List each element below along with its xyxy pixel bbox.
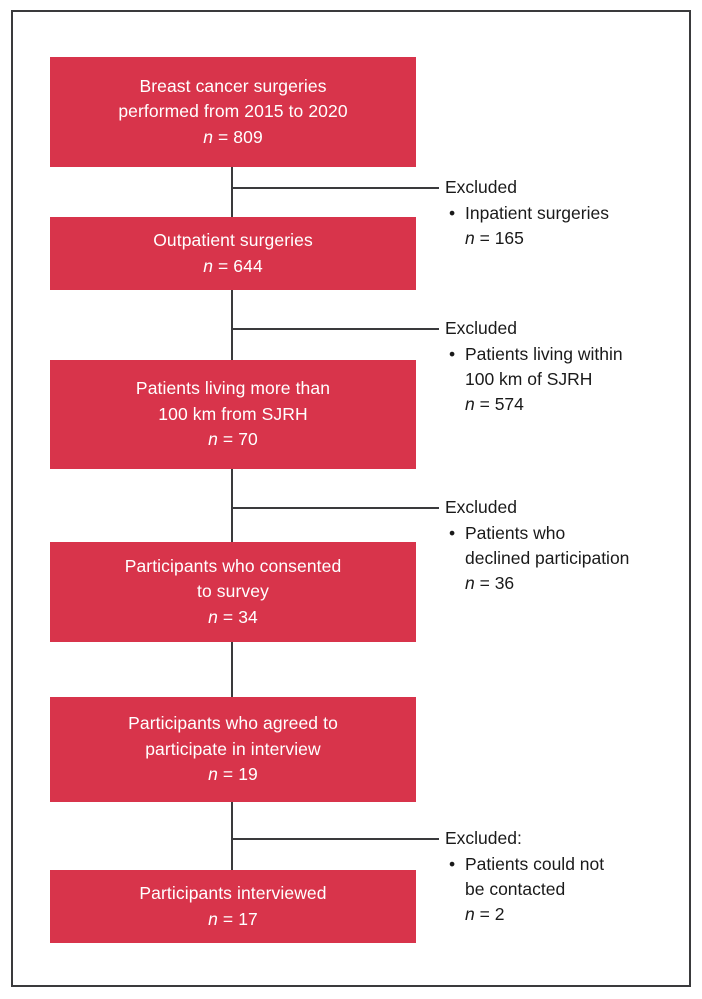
n-equals: = (474, 227, 495, 248)
n-symbol: n (208, 908, 218, 929)
connector-box3-to-box4 (231, 469, 233, 542)
exclusion-list-item: • Inpatient surgeries n = 165 (445, 201, 697, 251)
flow-box-breast-cancer-surgeries[interactable]: Breast cancer surgeries performed from 2… (50, 57, 416, 167)
flow-box-participants-consented-to-survey[interactable]: Participants who consented to survey n =… (50, 542, 416, 642)
flow-box-patients-living-more-than-100km[interactable]: Patients living more than 100 km from SJ… (50, 360, 416, 469)
exclusion-line: 100 km of SJRH (465, 368, 593, 389)
flow-box-line: Patients living more than (135, 378, 331, 399)
n-value: 17 (238, 908, 258, 929)
branch-to-exclusion-2 (231, 328, 439, 330)
n-value: 19 (238, 764, 258, 785)
bullet-icon: • (449, 343, 456, 364)
exclusion-title: Excluded (445, 177, 517, 197)
n-symbol: n (465, 903, 475, 924)
exclusion-count: n = 2 (465, 902, 697, 927)
exclusion-list: • Patients who declined participation n … (445, 521, 697, 596)
connector-box5-to-box6 (231, 802, 233, 870)
n-equals: = (213, 126, 234, 147)
exclusion-declined-participation: Excluded • Patients who declined partici… (445, 495, 697, 595)
flow-box-line: Participants interviewed (139, 883, 327, 904)
bullet-icon: • (449, 522, 456, 543)
bullet-icon: • (449, 202, 456, 223)
n-value: 34 (238, 606, 258, 627)
flow-box-line: performed from 2015 to 2020 (118, 101, 348, 122)
n-symbol: n (465, 393, 475, 414)
flow-box-line: Participants who consented (124, 555, 342, 576)
n-equals: = (213, 255, 234, 276)
n-equals: = (474, 572, 495, 593)
exclusion-list: • Patients living within 100 km of SJRH … (445, 342, 697, 417)
exclusion-line: Inpatient surgeries (465, 202, 609, 223)
exclusion-could-not-be-contacted: Excluded: • Patients could not be contac… (445, 826, 697, 926)
branch-to-exclusion-4 (231, 838, 439, 840)
exclusion-line: Patients who (465, 522, 566, 543)
exclusion-list-item: • Patients living within 100 km of SJRH … (445, 342, 697, 417)
exclusion-list: • Inpatient surgeries n = 165 (445, 201, 697, 251)
n-equals: = (217, 429, 239, 450)
branch-to-exclusion-3 (231, 507, 439, 509)
exclusion-line: declined participation (465, 547, 630, 568)
n-equals: = (217, 606, 239, 627)
flow-box-count: n = 34 (208, 605, 258, 630)
n-value: 70 (238, 429, 258, 450)
exclusion-list-item: • Patients who declined participation n … (445, 521, 697, 596)
exclusion-line: be contacted (465, 878, 566, 899)
exclusion-title: Excluded: (445, 828, 522, 848)
n-symbol: n (208, 764, 218, 785)
flow-box-count: n = 17 (208, 907, 258, 932)
connector-box2-to-box3 (231, 290, 233, 360)
n-symbol: n (208, 429, 218, 450)
n-value: 809 (233, 126, 263, 147)
n-equals: = (474, 903, 495, 924)
exclusion-list: • Patients could not be contacted n = 2 (445, 852, 697, 927)
n-value: 2 (494, 903, 505, 924)
connector-box4-to-box5 (231, 642, 233, 697)
n-symbol: n (465, 227, 475, 248)
exclusion-count: n = 36 (465, 571, 697, 596)
exclusion-line: Patients could not (465, 853, 605, 874)
flow-box-participants-agreed-to-interview[interactable]: Participants who agreed to participate i… (50, 697, 416, 802)
exclusion-title: Excluded (445, 318, 517, 338)
exclusion-line: Patients living within (465, 343, 623, 364)
flow-box-participants-interviewed[interactable]: Participants interviewed n = 17 (50, 870, 416, 943)
n-value: 644 (233, 255, 263, 276)
exclusion-count: n = 574 (465, 392, 697, 417)
n-value: 574 (494, 393, 524, 414)
n-equals: = (474, 393, 495, 414)
exclusion-count: n = 165 (465, 226, 697, 251)
figure-frame: Breast cancer surgeries performed from 2… (11, 10, 691, 987)
n-equals: = (217, 908, 239, 929)
flow-box-line: Participants who agreed to (128, 713, 338, 734)
flow-box-line: to survey (197, 581, 269, 602)
flow-box-line: 100 km from SJRH (158, 403, 308, 424)
n-symbol: n (203, 126, 214, 147)
flow-box-outpatient-surgeries[interactable]: Outpatient surgeries n = 644 (50, 217, 416, 290)
bullet-icon: • (449, 853, 456, 874)
flow-box-line: participate in interview (145, 738, 321, 759)
exclusion-title: Excluded (445, 497, 517, 517)
flow-box-count: n = 19 (208, 762, 258, 787)
n-value: 36 (494, 572, 515, 593)
flow-box-count: n = 644 (203, 254, 263, 279)
exclusion-inpatient-surgeries: Excluded • Inpatient surgeries n = 165 (445, 175, 697, 251)
n-symbol: n (203, 255, 214, 276)
n-symbol: n (208, 606, 218, 627)
flow-box-line: Breast cancer surgeries (139, 75, 327, 96)
flow-box-count: n = 809 (203, 125, 263, 150)
exclusion-list-item: • Patients could not be contacted n = 2 (445, 852, 697, 927)
flow-box-line: Outpatient surgeries (153, 230, 313, 251)
n-equals: = (217, 764, 239, 785)
n-value: 165 (494, 227, 524, 248)
n-symbol: n (465, 572, 475, 593)
exclusion-patients-within-100km: Excluded • Patients living within 100 km… (445, 316, 697, 416)
flow-box-count: n = 70 (208, 427, 258, 452)
branch-to-exclusion-1 (231, 187, 439, 189)
